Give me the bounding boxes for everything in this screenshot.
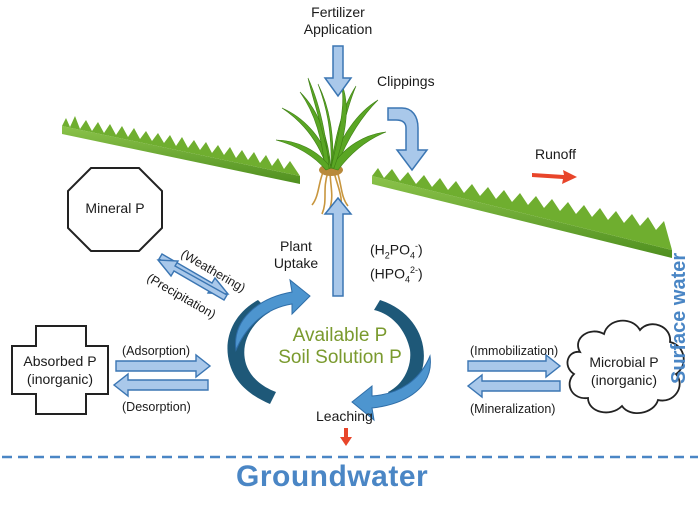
fertilizer-label: Fertilizer Application <box>303 4 373 37</box>
available-p-label: Available P <box>292 325 388 346</box>
hpo4-label: (HPO42-) <box>370 265 423 285</box>
mineral-p-label: Mineral P <box>85 200 145 216</box>
leaching-arrow <box>340 428 352 446</box>
cloud-icon <box>566 319 685 414</box>
absorbed-p-label: Absorbed P <box>23 353 97 369</box>
soil-solution-p-label: Soil Solution P <box>278 347 402 368</box>
adsorption-arrow <box>115 353 212 379</box>
plant-uptake-arrow <box>323 196 353 297</box>
immobilization-label: (Immobilization) <box>470 344 559 358</box>
h2po4-label: (H2PO4-) <box>370 241 423 261</box>
clippings-arrow <box>387 107 429 172</box>
immobilization-arrow <box>467 353 562 379</box>
grass-strip-left <box>62 116 300 184</box>
grass-strip-right <box>372 168 672 258</box>
microbial-p-label: Microbial P <box>589 354 659 370</box>
mineralization-label: (Mineralization) <box>470 402 556 416</box>
groundwater-label: Groundwater <box>236 460 429 493</box>
adsorption-label: (Adsorption) <box>122 344 191 358</box>
fertilizer-arrow <box>323 45 353 98</box>
mineralization-arrow <box>466 373 561 399</box>
octagon-icon <box>67 167 163 252</box>
cycle-arrow-top <box>235 278 311 352</box>
absorbed-inorganic-label: (inorganic) <box>26 371 94 387</box>
cycle-arrow-right <box>374 300 424 402</box>
clippings-label: Clippings <box>377 73 435 89</box>
desorption-arrow <box>112 372 209 398</box>
runoff-arrow <box>532 170 577 184</box>
cycle-arrow-bottom <box>351 354 431 422</box>
desorption-label: (Desorption) <box>122 400 191 414</box>
microbial-inorganic-label: (inorganic) <box>590 372 658 388</box>
runoff-label: Runoff <box>535 146 576 162</box>
grass-plant-icon <box>275 77 387 215</box>
cross-shape-icon <box>11 325 109 415</box>
leaching-label: Leaching <box>316 408 373 424</box>
precipitation-arrow <box>156 259 228 301</box>
plant-uptake-label: Plant Uptake <box>273 238 319 271</box>
